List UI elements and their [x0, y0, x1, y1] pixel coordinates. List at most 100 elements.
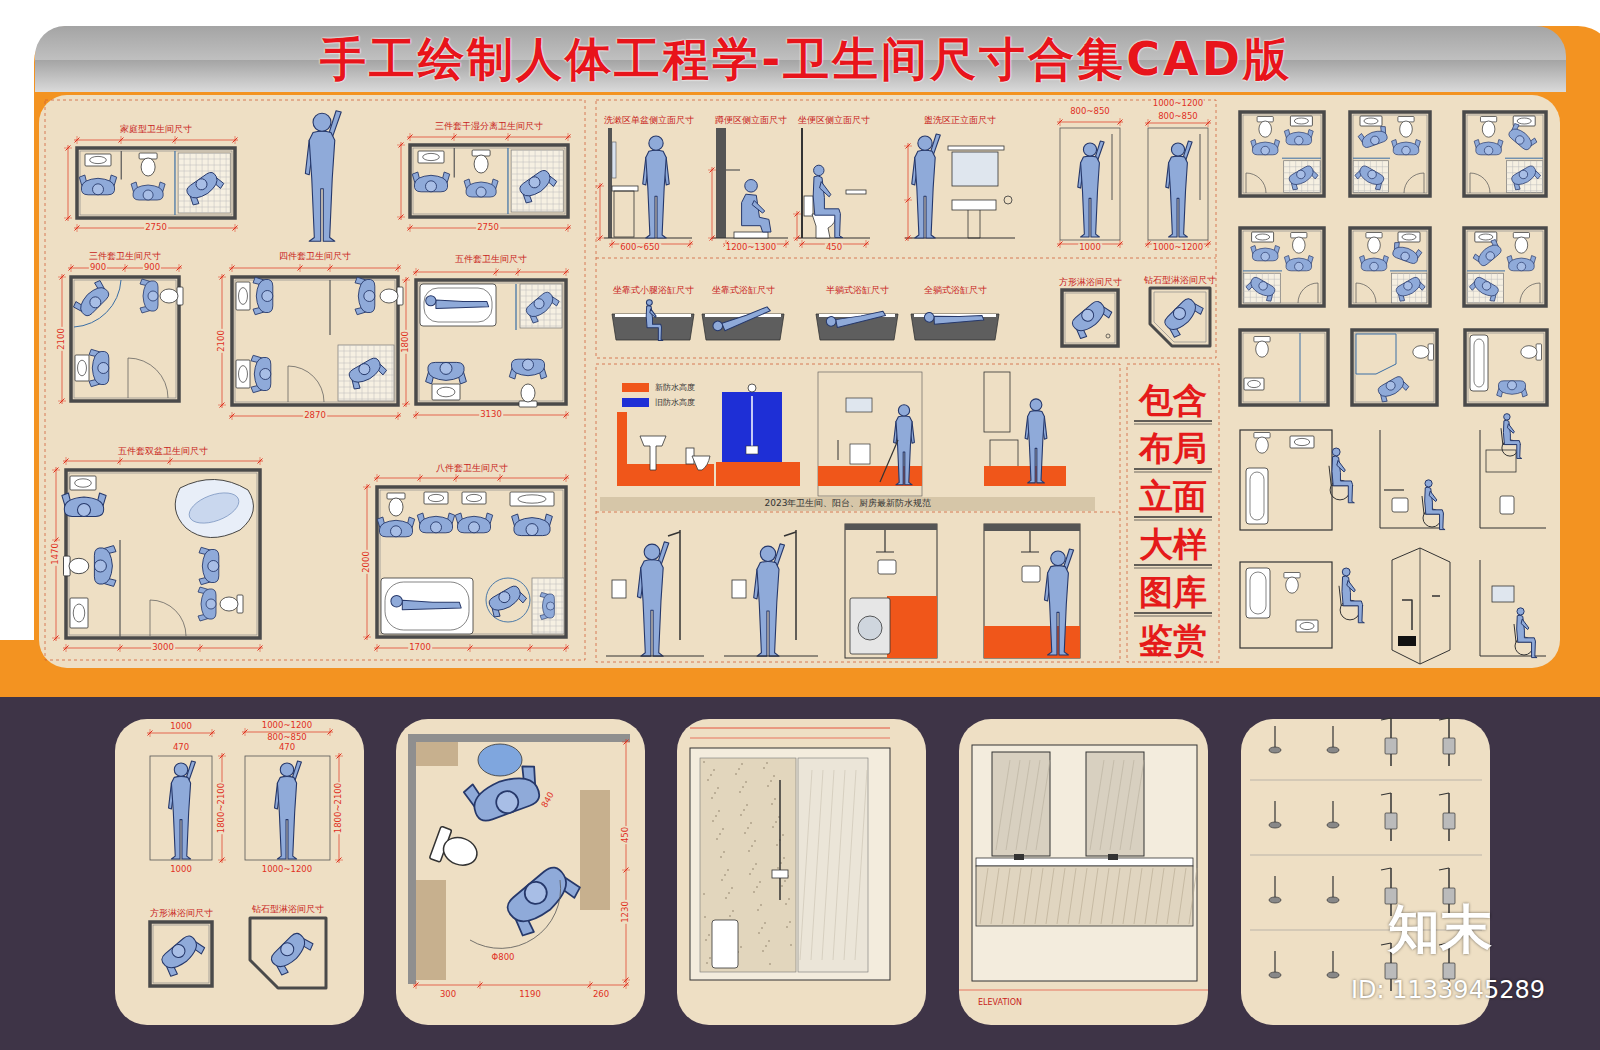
shower-arm — [1439, 868, 1449, 870]
sink-basin — [1256, 234, 1270, 240]
dimension: 900 — [143, 263, 161, 272]
wall-section — [408, 734, 416, 984]
dimension-line — [1057, 122, 1123, 123]
stone-speck — [764, 922, 766, 924]
cabinet-hatch — [1024, 868, 1032, 924]
mirror — [952, 152, 998, 186]
person-body — [185, 170, 222, 203]
wall-outline — [1350, 112, 1430, 196]
tile-line — [520, 326, 562, 327]
dimension-extension — [232, 412, 233, 420]
drawing-heading: 方形淋浴间尺寸 — [1059, 278, 1122, 287]
person-body — [256, 279, 273, 312]
person-seated — [813, 165, 843, 237]
dimension-extension — [170, 457, 171, 465]
person-head — [924, 312, 934, 322]
person-seated — [1332, 448, 1354, 503]
toilet — [712, 920, 738, 968]
person-body — [171, 776, 190, 859]
person-standing — [1025, 399, 1047, 483]
dimension-line — [63, 461, 263, 462]
dimension: 2870 — [303, 411, 327, 420]
cabinet-hatch — [1167, 868, 1175, 924]
shower-pipe — [751, 396, 753, 446]
person-head — [426, 181, 437, 192]
cabinet-hatch — [1090, 868, 1098, 924]
tile-line — [511, 162, 563, 163]
dimension-extension — [530, 644, 531, 652]
door-swing — [1404, 173, 1424, 193]
wall-inner — [1467, 115, 1543, 193]
glass-hatch — [855, 770, 867, 960]
shower-tray — [1507, 161, 1543, 193]
door-swing — [1470, 173, 1490, 193]
wall-outline — [1465, 330, 1547, 405]
dimension: Φ800 — [491, 953, 516, 962]
legend-text: 旧防水高度 — [655, 397, 695, 408]
tile-line — [511, 168, 563, 169]
cabinet-hatch — [980, 868, 988, 924]
dimension-extension — [590, 981, 591, 989]
stone-speck — [720, 856, 722, 858]
door-swing — [1298, 283, 1318, 303]
wall-section — [608, 128, 612, 238]
wall-inner — [1468, 333, 1544, 402]
person-head — [1332, 448, 1340, 456]
stone-speck — [714, 792, 716, 794]
glass-partition — [1353, 158, 1390, 159]
wall-inner — [1243, 333, 1325, 402]
floor-line — [798, 237, 870, 238]
door-swing — [128, 358, 168, 398]
wall-inner — [1243, 115, 1321, 193]
dimension-extension — [212, 729, 213, 737]
toilet-bowl — [389, 498, 403, 516]
wood-panel — [580, 790, 610, 910]
person-arm — [820, 182, 831, 197]
person-head — [280, 763, 293, 776]
sink-basin — [1300, 622, 1314, 629]
toilet-symbol — [1413, 344, 1434, 360]
tile-line — [1284, 166, 1321, 167]
elevation-frame — [690, 748, 890, 980]
drawings — [52, 111, 1547, 991]
person-top-view — [1358, 125, 1390, 149]
dimension-extension — [232, 264, 233, 272]
person-body — [1377, 375, 1407, 400]
tile-line — [526, 284, 527, 328]
drawing-heading: 坐靠式浴缸尺寸 — [712, 286, 775, 295]
drawing-heading: 半躺式浴缸尺寸 — [826, 286, 889, 295]
stone-speck — [754, 840, 756, 842]
plan-outline — [1240, 430, 1332, 530]
person-reclining — [924, 310, 984, 325]
tile-line — [532, 584, 564, 585]
waterproof-zone — [984, 466, 1066, 486]
person-top-view — [198, 587, 216, 621]
person-body — [468, 770, 542, 824]
stone-speck — [748, 850, 750, 852]
wall-outline — [1150, 288, 1210, 346]
shower-pole — [679, 530, 681, 640]
tile-line — [1243, 279, 1280, 280]
sink-basin — [1517, 118, 1531, 124]
drawing-panel: 洗漱区单盆侧立面尺寸 — [608, 128, 690, 238]
tile-line — [344, 345, 345, 401]
fixture-stem — [1274, 951, 1275, 973]
stone-speck — [705, 939, 707, 941]
person-head — [1295, 136, 1304, 145]
stone-speck — [786, 926, 788, 928]
person-head — [1342, 568, 1350, 576]
washing-machine-door — [858, 616, 882, 640]
toilet-bowl — [69, 558, 89, 573]
tile-line — [1467, 297, 1503, 298]
stone-speck — [725, 897, 727, 899]
stone-speck — [742, 786, 744, 788]
sink-basin — [437, 387, 455, 397]
cabinet-hatch — [1079, 868, 1087, 924]
dimension-extension — [402, 280, 410, 281]
dimension-line — [401, 142, 402, 220]
person-top-view — [516, 167, 558, 205]
person-head — [1514, 134, 1526, 146]
dimension-line — [413, 985, 629, 986]
grid-line — [1250, 855, 1482, 856]
cabinet-hatch — [1112, 868, 1120, 924]
